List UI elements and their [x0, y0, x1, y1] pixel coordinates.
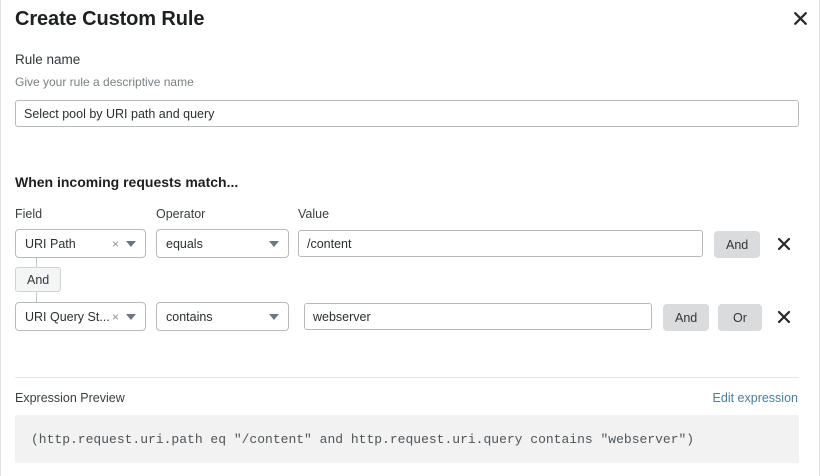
expression-preview-code: (http.request.uri.path eq "/content" and…	[15, 415, 799, 463]
field-select-row-2[interactable]: URI Query St... ×	[15, 302, 146, 331]
field-select-value-row-2: URI Query St...	[25, 309, 110, 324]
chevron-down-icon-row-2-operator	[269, 313, 279, 320]
chevron-down-icon-row-2-field	[126, 313, 136, 320]
chevron-down-icon-row-1-operator	[269, 240, 279, 247]
or-button-row-2[interactable]: Or	[718, 304, 762, 331]
column-label-operator: Operator	[156, 207, 206, 221]
operator-select-row-2[interactable]: contains	[156, 302, 289, 331]
delete-condition-icon-row-1[interactable]	[775, 235, 793, 253]
and-button-row-2[interactable]: And	[663, 304, 710, 331]
operator-select-row-1[interactable]: equals	[156, 229, 289, 258]
delete-condition-icon-row-2[interactable]	[775, 308, 793, 326]
value-input-row-1[interactable]	[298, 230, 703, 257]
clear-field-icon-row-1[interactable]: ×	[111, 236, 119, 251]
value-input-row-2[interactable]	[304, 303, 652, 330]
group-and-chip[interactable]: And	[15, 267, 62, 292]
column-label-value: Value	[298, 207, 330, 221]
edit-expression-link[interactable]: Edit expression	[712, 391, 798, 405]
group-connector-line-bottom	[36, 292, 37, 303]
operator-select-value-row-1: equals	[166, 236, 203, 251]
rule-name-hint: Give your rule a descriptive name	[15, 75, 194, 89]
column-label-field: Field	[15, 207, 43, 221]
rule-name-input[interactable]	[15, 100, 799, 127]
field-select-value-row-1: URI Path	[25, 236, 76, 251]
clear-field-icon-row-2[interactable]: ×	[111, 309, 119, 324]
dialog-title: Create Custom Rule	[15, 8, 205, 30]
operator-select-value-row-2: contains	[166, 309, 213, 324]
and-button-row-1[interactable]: And	[714, 231, 761, 258]
chevron-down-icon-row-1-field	[126, 240, 136, 247]
expression-preview-label: Expression Preview	[15, 391, 125, 405]
rule-name-label: Rule name	[15, 52, 81, 67]
field-select-row-1[interactable]: URI Path ×	[15, 229, 146, 258]
expression-code-text: (http.request.uri.path eq "/content" and…	[31, 431, 695, 447]
section-divider	[15, 377, 799, 378]
close-icon[interactable]	[788, 6, 812, 30]
group-connector-line-top	[36, 258, 37, 269]
conditions-heading: When incoming requests match...	[15, 174, 239, 190]
